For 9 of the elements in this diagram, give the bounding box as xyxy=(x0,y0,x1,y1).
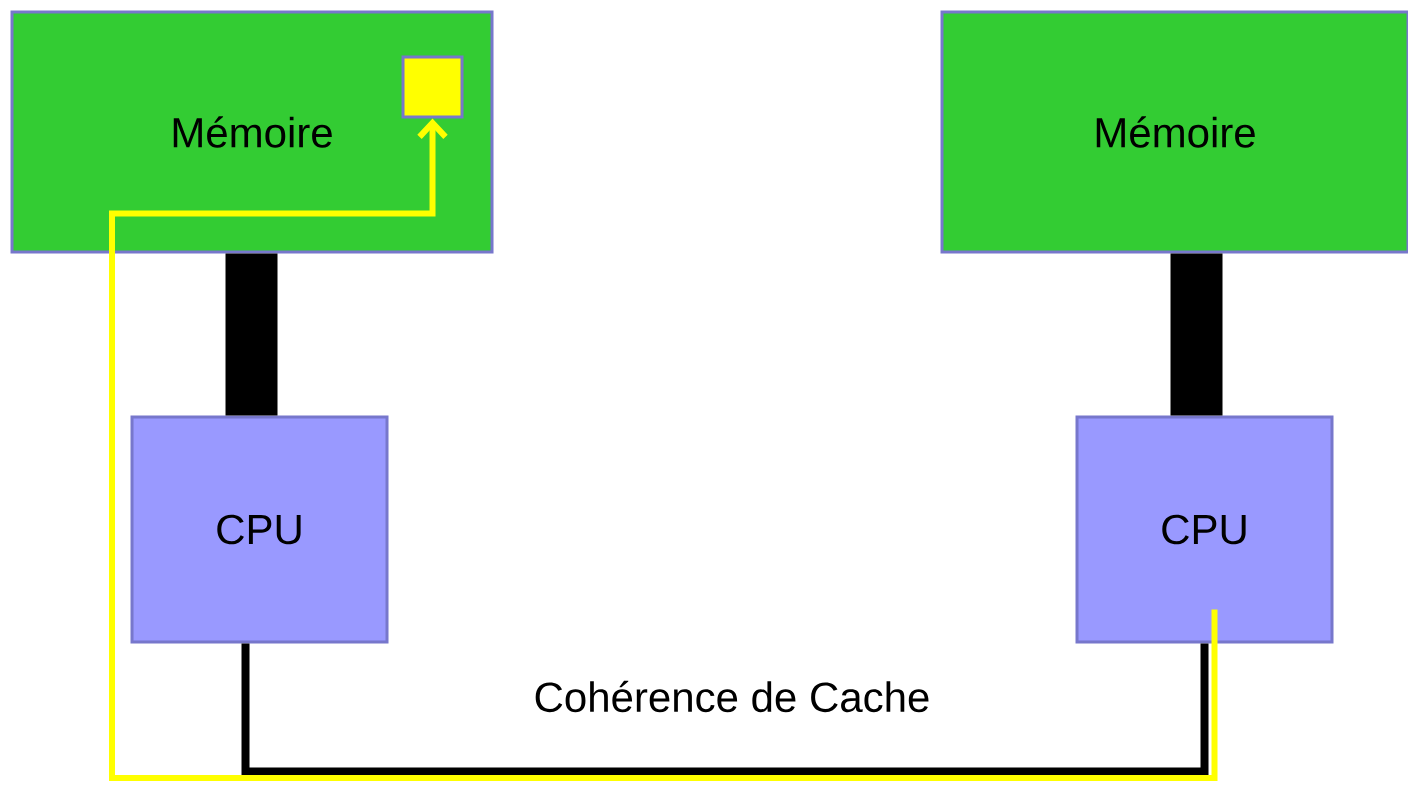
cpu-box: CPU xyxy=(1075,415,1334,644)
connector-bar xyxy=(1170,253,1223,416)
edge-label: Cohérence de Cache xyxy=(531,678,933,715)
memory-box: Mémoire xyxy=(940,10,1408,254)
arrow xyxy=(109,118,1218,781)
connector-bar xyxy=(225,253,278,416)
memory-cell xyxy=(401,55,464,119)
cpu-box: CPU xyxy=(130,415,389,644)
memory-box: Mémoire xyxy=(10,10,494,254)
